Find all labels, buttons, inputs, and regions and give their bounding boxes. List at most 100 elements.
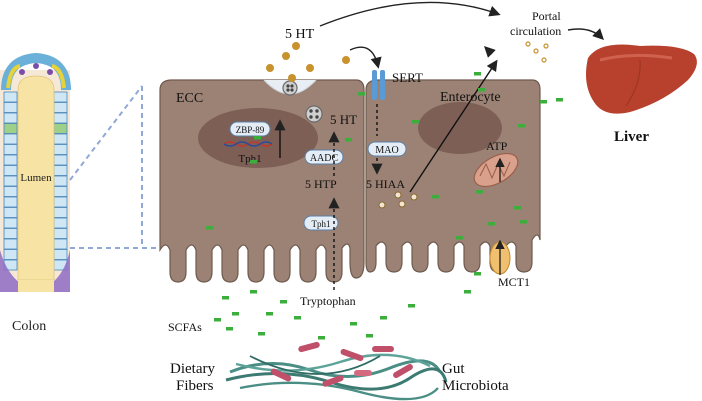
scfa-molecule [408, 304, 415, 308]
scfa-molecule [232, 312, 239, 316]
crypt-cell [53, 91, 68, 103]
serotonin-granule [306, 64, 314, 72]
scfa-molecule [540, 100, 547, 104]
crypt-cell [53, 207, 68, 218]
crypt-cell [3, 249, 18, 260]
five-ht-top-label: 5 HT [285, 27, 315, 42]
scfa-molecule [474, 72, 481, 76]
scfa-molecule [226, 327, 233, 331]
lumen-region [17, 75, 55, 281]
scfa-molecule [514, 206, 521, 210]
lumen-label: Lumen [20, 172, 52, 184]
five-htp-label: 5 HTP [305, 177, 337, 191]
crypt-cell [53, 249, 68, 260]
scfa-molecule [478, 88, 485, 92]
scfa-molecule [294, 316, 301, 320]
arrow-5ht-to-portal [319, 1, 501, 27]
serotonin-granule [266, 64, 274, 72]
enterocyte-nucleus [418, 102, 502, 154]
colon-crypt-illustration: Lumen [0, 52, 71, 292]
scfa-molecules [206, 72, 563, 340]
arrow-5hiaa-to-portal [409, 59, 498, 193]
scfa-molecule [358, 92, 365, 96]
scfa-molecule [350, 322, 357, 326]
scfa-molecule [250, 160, 257, 164]
atp-label: ATP [486, 139, 508, 153]
serotonin-granule [288, 74, 296, 82]
crypt-cell [3, 228, 18, 239]
crypt-cell [53, 112, 68, 124]
crypt-cell [3, 186, 18, 197]
crypt-cell [3, 112, 18, 124]
scfa-molecule [518, 124, 525, 128]
zoom-line-top [69, 85, 143, 181]
scfa-molecule [280, 300, 287, 304]
mao-label: MAO [375, 145, 398, 156]
liver-illustration [586, 44, 697, 114]
crypt-cell [53, 154, 68, 166]
scfa-molecule [318, 336, 325, 340]
crypt-cell [3, 165, 18, 176]
gut-microbiota-label-line2: Microbiota [442, 378, 509, 394]
crypt-cell [3, 133, 18, 145]
scfa-molecule [476, 190, 483, 194]
crypt-cell [3, 154, 18, 166]
crypt-cell [3, 102, 18, 113]
crypt-cell [3, 238, 18, 250]
scfa-molecule [206, 226, 213, 230]
arrow-up-to-portal [484, 46, 496, 58]
scfa-molecule [214, 318, 221, 322]
scfa-molecule [366, 334, 373, 338]
portal-label-line2: circulation [510, 24, 561, 38]
crypt-cell [3, 217, 18, 229]
scfa-molecule [250, 290, 257, 294]
sert-transporter [372, 70, 385, 100]
scfa-molecule [556, 98, 563, 102]
crypt-cell [53, 238, 68, 250]
crypt-cell [53, 228, 68, 239]
zbp89-label: ZBP-89 [236, 125, 265, 135]
serotonin-granule [282, 52, 290, 60]
crypt-cell [53, 144, 68, 155]
crypt-cell [3, 196, 18, 208]
mct1-label: MCT1 [498, 275, 530, 289]
scfa-molecule [222, 296, 229, 300]
scfa-molecule [345, 138, 352, 142]
scfa-molecule [520, 220, 527, 224]
gut-microbiota-label-line1: Gut [442, 361, 465, 377]
arrow-to-sert [349, 46, 382, 69]
crypt-cell [3, 91, 18, 103]
portal-label-line1: Portal [532, 9, 561, 23]
arrow-portal-to-liver [567, 28, 604, 40]
colon-label: Colon [12, 319, 46, 334]
tryptophan-label: Tryptophan [300, 294, 356, 308]
dietary-fibers-label-line1: Dietary [170, 361, 215, 377]
sert-label: SERT [392, 70, 423, 85]
scfa-molecule [464, 290, 471, 294]
crypt-cell [3, 144, 18, 155]
enterocyte-cell [365, 79, 541, 273]
scfa-molecule [456, 236, 463, 240]
crypt-cell [3, 175, 18, 187]
scfa-molecule [474, 272, 481, 276]
crypt-cell [53, 133, 68, 145]
ecc-label: ECC [176, 91, 203, 106]
crypt-cell [53, 165, 68, 176]
serotonin-granule [342, 56, 350, 64]
five-hiaa-label: 5 HIAA [366, 177, 405, 191]
dietary-fibers-label-line2: Fibers [176, 378, 214, 394]
crypt-cell [3, 207, 18, 218]
scfa-molecule [258, 332, 265, 336]
mitochondrion [473, 152, 519, 188]
scfa-molecule [266, 312, 273, 316]
scfa-molecule [254, 136, 261, 140]
scfa-molecule [412, 120, 419, 124]
scfa-molecule [432, 195, 439, 199]
crypt-cell [3, 123, 18, 134]
liver-label: Liver [614, 129, 649, 145]
crypt-cell [53, 123, 68, 134]
scfa-molecule [488, 222, 495, 226]
crypt-cell [53, 102, 68, 113]
